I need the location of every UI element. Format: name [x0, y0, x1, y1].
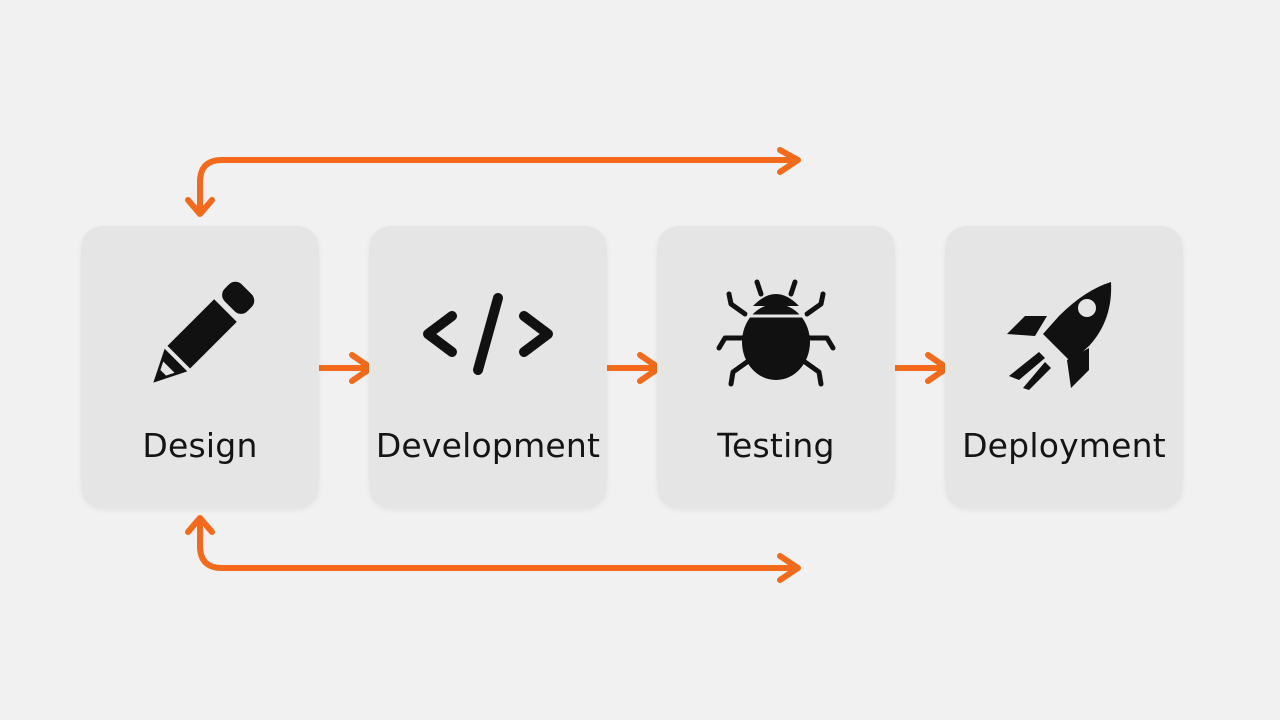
- code-icon: [369, 276, 607, 396]
- loop-arrow-top-head-right: [777, 147, 801, 175]
- loop-arrow-bottom: [197, 517, 799, 571]
- loop-arrow-top-head-left: [185, 197, 215, 217]
- stage-card-testing: Testing: [657, 226, 895, 508]
- loop-arrow-bottom-head-right: [777, 553, 801, 583]
- loop-arrow-bottom-head-left: [185, 515, 215, 535]
- stage-card-design: Design: [81, 226, 319, 508]
- stage-label: Deployment: [962, 426, 1166, 465]
- pencil-icon: [81, 276, 319, 396]
- loop-arrow-top: [197, 157, 799, 215]
- stage-label: Development: [375, 426, 601, 465]
- stage-label: Testing: [717, 426, 835, 465]
- stage-label: Design: [142, 426, 258, 465]
- stage-card-deployment: Deployment: [945, 226, 1183, 508]
- stage-card-development: Development: [369, 226, 607, 508]
- rocket-icon: [945, 276, 1183, 396]
- bug-icon: [657, 276, 895, 396]
